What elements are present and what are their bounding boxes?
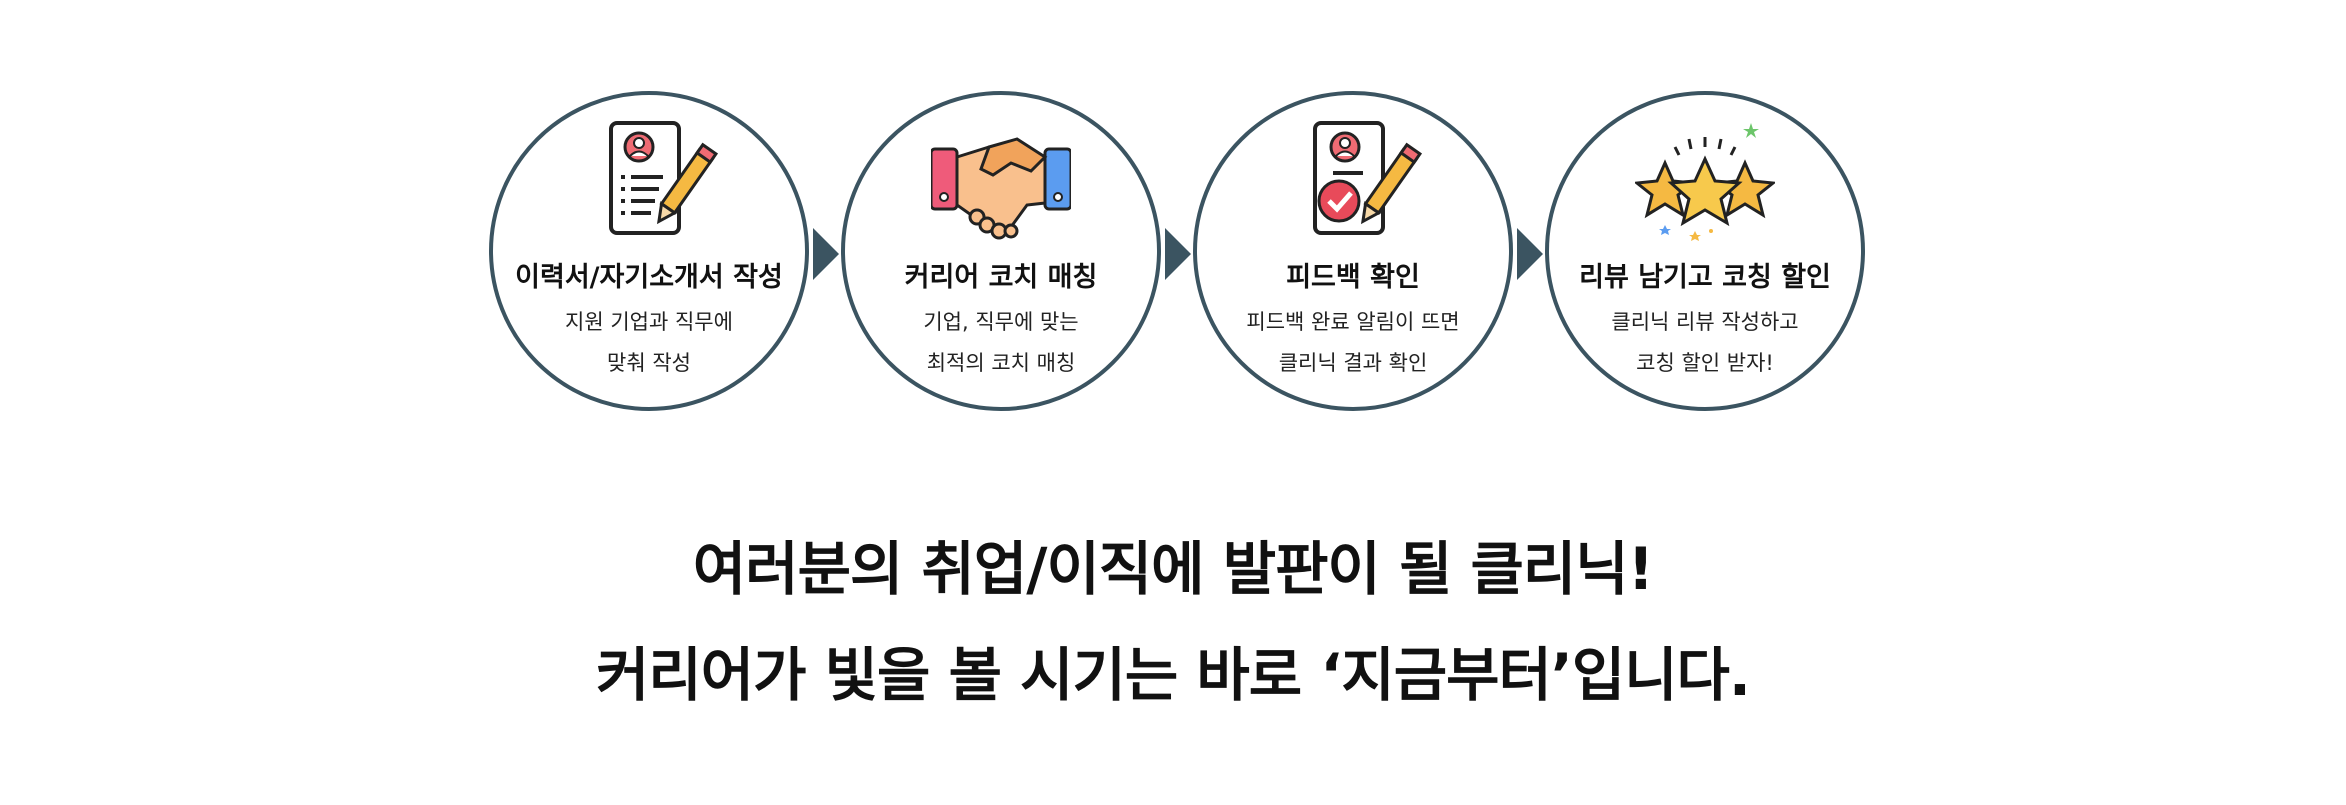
resume-pencil-icon	[579, 117, 719, 247]
headline-line1: 여러분의 취업/이직에 발판이 될 클리닉!	[692, 535, 1654, 603]
process-steps: 이력서/자기소개서 작성 지원 기업과 직무에 맞춰 작성 커리어 코치 매칭 …	[489, 91, 1865, 411]
step-feedback-check: 피드백 확인 피드백 완료 알림이 뜨면 클리닉 결과 확인	[1193, 91, 1513, 411]
step-title: 피드백 확인	[1286, 262, 1420, 293]
next-arrow-icon	[813, 228, 839, 280]
step-desc-line2: 최적의 코치 매칭	[926, 351, 1076, 375]
stars-icon	[1635, 117, 1775, 247]
document-check-icon	[1283, 117, 1423, 247]
next-arrow-icon	[1165, 228, 1191, 280]
step-title: 리뷰 남기고 코칭 할인	[1579, 262, 1831, 293]
step-desc-line2: 맞춰 작성	[607, 351, 691, 375]
step-desc-line1: 피드백 완료 알림이 뜨면	[1246, 310, 1460, 334]
step-desc-line1: 지원 기업과 직무에	[565, 310, 733, 334]
handshake-icon	[931, 117, 1071, 247]
headline-line2: 커리어가 빛을 볼 시기는 바로 ‘지금부터’입니다.	[596, 641, 1751, 709]
step-title: 이력서/자기소개서 작성	[515, 262, 783, 293]
step-review-discount: 리뷰 남기고 코칭 할인 클리닉 리뷰 작성하고 코칭 할인 받자!	[1545, 91, 1865, 411]
step-desc-line1: 클리닉 리뷰 작성하고	[1611, 310, 1799, 334]
step-title: 커리어 코치 매칭	[904, 262, 1098, 293]
step-desc-line1: 기업, 직무에 맞는	[923, 310, 1079, 334]
step-desc-line2: 클리닉 결과 확인	[1278, 351, 1428, 375]
next-arrow-icon	[1517, 228, 1543, 280]
step-desc-line2: 코칭 할인 받자!	[1636, 351, 1774, 375]
step-coach-matching: 커리어 코치 매칭 기업, 직무에 맞는 최적의 코치 매칭	[841, 91, 1161, 411]
step-resume-writing: 이력서/자기소개서 작성 지원 기업과 직무에 맞춰 작성	[489, 91, 809, 411]
